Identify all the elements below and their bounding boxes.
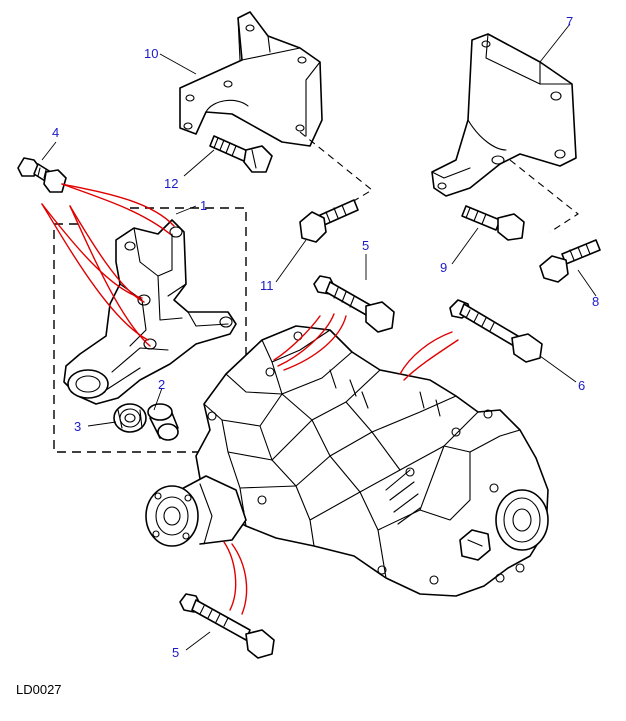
bolt-5-bottom (179, 593, 275, 659)
bolt-11 (299, 199, 359, 243)
callout-7: 7 (566, 14, 573, 29)
callout-8: 8 (592, 294, 599, 309)
callout-1: 1 (200, 198, 207, 213)
callout-11: 11 (260, 278, 274, 293)
callout-4: 4 (52, 125, 59, 140)
bolt-4 (17, 157, 67, 193)
callout-2: 2 (158, 377, 165, 392)
leader-lines (41, 23, 597, 651)
bracket-10 (179, 11, 323, 147)
bush-2 (147, 403, 179, 441)
mounting-bracket-1 (63, 219, 237, 405)
callout-9: 9 (440, 260, 447, 275)
bolt-6 (449, 299, 543, 363)
bolt-9 (461, 205, 525, 241)
bolt-12 (209, 135, 273, 173)
callout-5-bottom: 5 (172, 645, 179, 660)
callout-5-top: 5 (362, 238, 369, 253)
transfer-box-housing (195, 325, 549, 597)
alignment-line-7 (509, 159, 579, 233)
drawing-reference: LD0027 (16, 682, 62, 697)
rubber-mount-3 (113, 403, 147, 433)
output-flange (145, 475, 247, 547)
callout-6: 6 (578, 378, 585, 393)
bolt-8 (539, 239, 601, 283)
callout-10: 10 (144, 46, 158, 61)
highlight-lines (41, 183, 459, 615)
callout-3: 3 (74, 419, 81, 434)
bolt-5-top (313, 275, 395, 333)
bracket-7 (431, 33, 577, 197)
callout-12: 12 (164, 176, 178, 191)
